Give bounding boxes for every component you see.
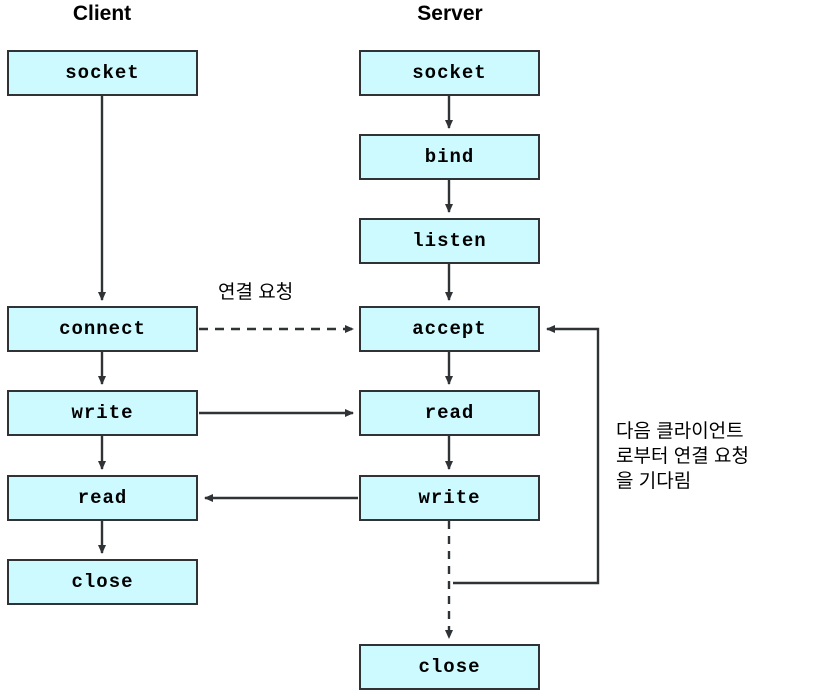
box-server-write[interactable]: write (359, 475, 540, 521)
box-label: socket (412, 62, 487, 84)
box-label: read (77, 487, 128, 509)
box-client-connect[interactable]: connect (7, 306, 198, 352)
box-label: listen (412, 230, 487, 252)
annotation-connection-request: 연결 요청 (218, 282, 294, 303)
edge-loopback-to-accept (453, 325, 600, 585)
box-label: connect (59, 318, 146, 340)
box-server-socket[interactable]: socket (359, 50, 540, 96)
box-server-listen[interactable]: listen (359, 218, 540, 264)
box-label: accept (412, 318, 487, 340)
box-client-write[interactable]: write (7, 390, 198, 436)
column-title-server: Server (417, 2, 483, 25)
box-label: close (418, 656, 481, 678)
box-server-close[interactable]: close (359, 644, 540, 690)
box-label: write (71, 402, 134, 424)
box-server-read[interactable]: read (359, 390, 540, 436)
box-client-socket[interactable]: socket (7, 50, 198, 96)
box-label: bind (424, 146, 475, 168)
box-client-read[interactable]: read (7, 475, 198, 521)
annotation-wait-next-client: 다음 클라이언트 로부터 연결 요청 을 기다림 (616, 421, 749, 493)
box-server-bind[interactable]: bind (359, 134, 540, 180)
box-label: socket (65, 62, 140, 84)
box-label: read (424, 402, 475, 424)
box-label: write (418, 487, 481, 509)
box-label: close (71, 571, 134, 593)
column-title-client: Client (72, 2, 132, 25)
box-server-accept[interactable]: accept (359, 306, 540, 352)
box-client-close[interactable]: close (7, 559, 198, 605)
